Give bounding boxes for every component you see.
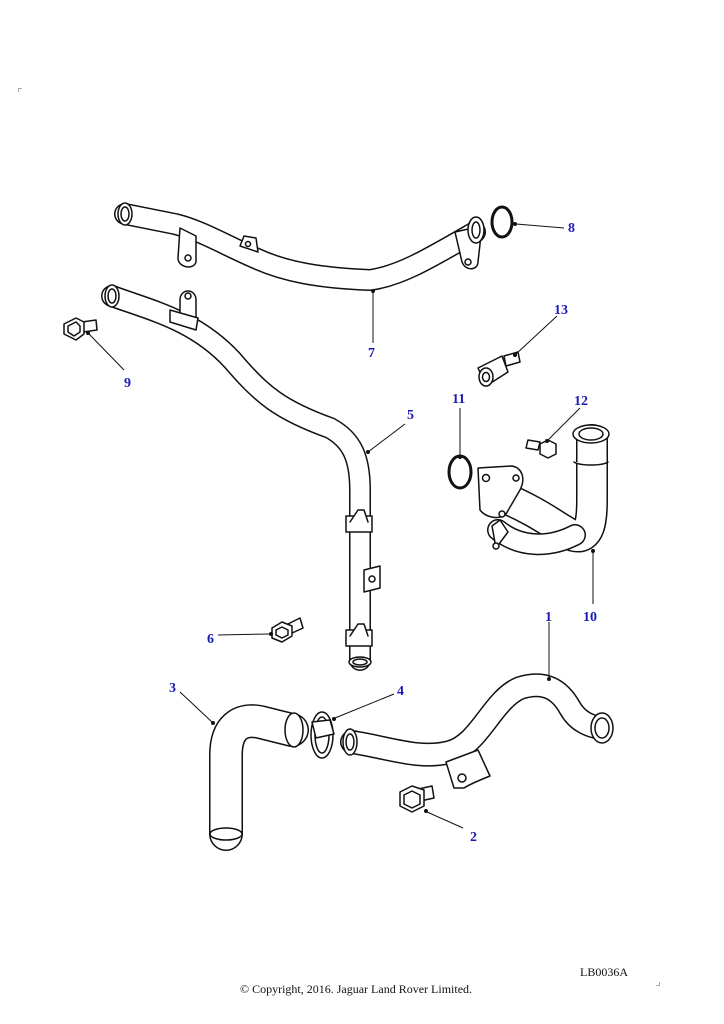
- callout-7: 7: [368, 346, 375, 361]
- callout-9: 9: [124, 376, 131, 391]
- callout-5: 5: [407, 408, 414, 423]
- callout-11: 11: [452, 392, 465, 407]
- leader-lines: [86, 222, 595, 829]
- copyright-notice: © Copyright, 2016. Jaguar Land Rover Lim…: [239, 982, 473, 996]
- drawing-reference: LB0036A: [580, 965, 628, 979]
- part-5-long-pipe[interactable]: [101, 284, 381, 671]
- callout-4: 4: [397, 684, 404, 699]
- corner-mark-bottom-right: [656, 982, 660, 986]
- callout-1: 1: [545, 610, 552, 625]
- callout-10: 10: [583, 610, 597, 625]
- corner-mark-top-left: [18, 88, 22, 92]
- part-4-hose-clip[interactable]: [310, 711, 335, 759]
- callout-12: 12: [574, 394, 588, 409]
- callout-13: 13: [554, 303, 568, 318]
- part-11-o-ring[interactable]: [447, 454, 473, 490]
- part-8-o-ring[interactable]: [490, 205, 514, 239]
- part-9-bolt[interactable]: [63, 317, 98, 341]
- part-12-bolt[interactable]: [525, 439, 557, 459]
- callout-8: 8: [568, 221, 575, 236]
- part-13-spacer[interactable]: [477, 351, 521, 387]
- part-1-lower-pipe[interactable]: [340, 673, 614, 789]
- part-7-upper-pipe[interactable]: [114, 202, 486, 291]
- callout-6: 6: [207, 632, 214, 647]
- callout-labels: 1 2 3 4 5 6 7 8 9 10 11 12 13: [124, 221, 597, 845]
- callout-2: 2: [470, 830, 477, 845]
- part-2-bolt[interactable]: [399, 785, 435, 813]
- part-3-bent-hose[interactable]: [209, 704, 309, 851]
- part-10-elbow-housing[interactable]: [477, 424, 610, 556]
- callout-3: 3: [169, 681, 176, 696]
- part-6-bolt[interactable]: [271, 617, 304, 643]
